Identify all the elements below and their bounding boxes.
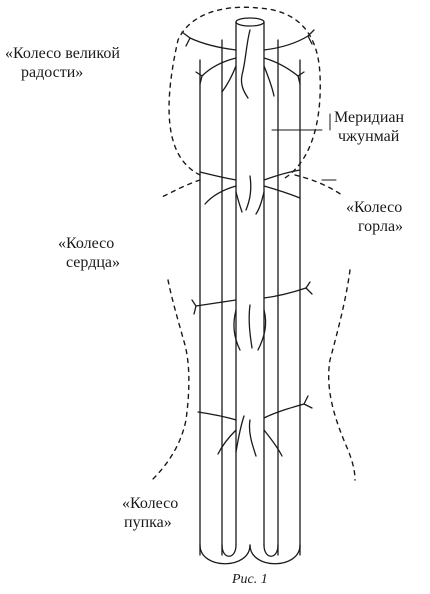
label-navel-wheel-line2: пупка» [124, 514, 172, 531]
label-heart-wheel-line1: «Колесо [58, 235, 115, 252]
label-meridian-line1: Меридиан [334, 109, 405, 126]
crown-wheel-branches [181, 29, 315, 99]
label-great-joy-wheel-line2: радости» [21, 64, 84, 81]
navel-wheel-branches [197, 395, 313, 457]
label-great-joy-wheel-line1: «Колесо великой [5, 45, 120, 62]
body-outline [151, 6, 356, 481]
label-great-joy-wheel: «Колесо великой радости» [5, 44, 120, 82]
label-throat-wheel-line1: «Колесо [346, 199, 403, 216]
throat-wheel-branches [199, 169, 301, 215]
heart-wheel-branches [191, 281, 313, 351]
label-throat-wheel-line2: горла» [358, 218, 404, 235]
figure-caption: Рис. 1 [232, 572, 268, 587]
label-meridian: Меридиан чжунмай [334, 108, 404, 146]
label-heart-wheel-line2: сердца» [66, 254, 120, 271]
label-heart-wheel: «Колесо сердца» [58, 234, 120, 272]
label-meridian-line2: чжунмай [338, 128, 400, 145]
central-channel [199, 17, 301, 565]
label-throat-wheel: «Колесо горла» [346, 198, 403, 236]
label-navel-wheel-line1: «Колесо [122, 495, 179, 512]
label-navel-wheel: «Колесо пупка» [122, 494, 178, 532]
